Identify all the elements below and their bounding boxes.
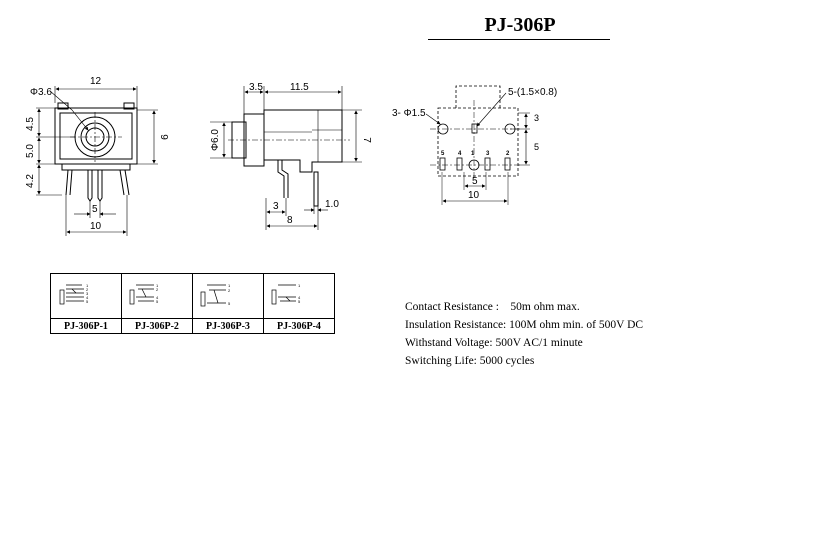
pcb-hole-label: 3- Φ1.5 (392, 108, 426, 119)
front-height-label: 9 (158, 134, 169, 140)
pcb-slot-4 (456, 157, 463, 171)
title-underline (428, 39, 610, 40)
front-bottom-step (61, 164, 131, 171)
front-pin-2 (87, 170, 93, 202)
pcb-pin-number: 2 (506, 151, 510, 157)
pcb-pin-number: 3 (486, 151, 490, 157)
variant-label-row: PJ-306P-1 PJ-306P-2 PJ-306P-3 PJ-306P-4 (50, 318, 335, 334)
pcb-pitch-label: 5 (472, 176, 478, 187)
front-pin-4 (119, 169, 125, 196)
side-body (263, 109, 343, 173)
pcb-v1-label: 3 (534, 113, 539, 123)
variant-table: PJ-306P-1 PJ-306P-2 PJ-306P-3 PJ-306P-4 (50, 273, 335, 334)
pcb-v2-label: 5 (534, 142, 539, 152)
drawing-title: PJ-306P (484, 14, 556, 36)
variant-icon-cell (121, 273, 193, 319)
variant-label: PJ-306P-2 (121, 318, 193, 334)
side-pin-width-label: 1.0 (325, 199, 339, 210)
variant-label: PJ-306P-1 (50, 318, 122, 334)
front-top-tab-left (57, 102, 69, 110)
front-span-label: 10 (90, 221, 102, 232)
side-dia-label: Φ6.0 (210, 129, 221, 151)
pcb-layout (425, 85, 530, 205)
variant-label: PJ-306P-4 (263, 318, 335, 334)
pcb-pin-number: 1 (471, 151, 475, 157)
front-h1-label: 4.5 (25, 117, 36, 131)
side-pin-offset-label: 3 (273, 201, 279, 212)
variant-icon-cell (192, 273, 264, 319)
side-pin-left (277, 160, 285, 198)
side-pin-right (313, 171, 319, 207)
pcb-slot-3 (484, 157, 491, 171)
front-body-outline (54, 107, 138, 165)
front-pin-1 (65, 169, 69, 196)
variant-icon-cell (263, 273, 335, 319)
side-view (210, 86, 362, 230)
front-hole-label: Φ3.6 (30, 87, 52, 98)
pcb-outline (437, 107, 519, 177)
pcb-slot-label: 5-(1.5×0.8) (508, 87, 557, 98)
front-body-inner (59, 112, 133, 160)
pcb-pin-number: 5 (441, 151, 445, 157)
specifications: Contact Resistance : 50m ohm max. Insula… (405, 298, 643, 370)
pcb-slot-top (471, 123, 478, 134)
front-pitch-label: 5 (92, 204, 98, 215)
front-h2-label: 5.0 (25, 144, 36, 158)
variant-label: PJ-306P-3 (192, 318, 264, 334)
pcb-slot-2 (504, 157, 511, 171)
side-nose-label: 3.5 (249, 82, 263, 93)
front-view (36, 86, 158, 236)
spec-contact-resistance: Contact Resistance : 50m ohm max. (405, 301, 580, 313)
front-pin-3 (97, 170, 103, 202)
pcb-span-label: 10 (468, 190, 480, 201)
pcb-slot-5 (439, 157, 446, 171)
side-body-label: 11.5 (290, 82, 309, 93)
variant-icon-cell (50, 273, 122, 319)
variant-icon-row (50, 273, 335, 319)
side-span-label: 8 (287, 215, 293, 226)
front-top-tab-right (123, 102, 135, 110)
front-h3-label: 4.2 (25, 174, 36, 188)
spec-withstand-voltage: Withstand Voltage: 500V AC/1 minute (405, 337, 583, 349)
pcb-pin-number: 4 (458, 151, 462, 157)
spec-insulation-resistance: Insulation Resistance: 100M ohm min. of … (405, 319, 644, 331)
spec-switching-life: Switching Life: 5000 cycles (405, 355, 535, 367)
side-height-label: 7 (361, 137, 372, 143)
front-width-label: 12 (90, 76, 102, 87)
